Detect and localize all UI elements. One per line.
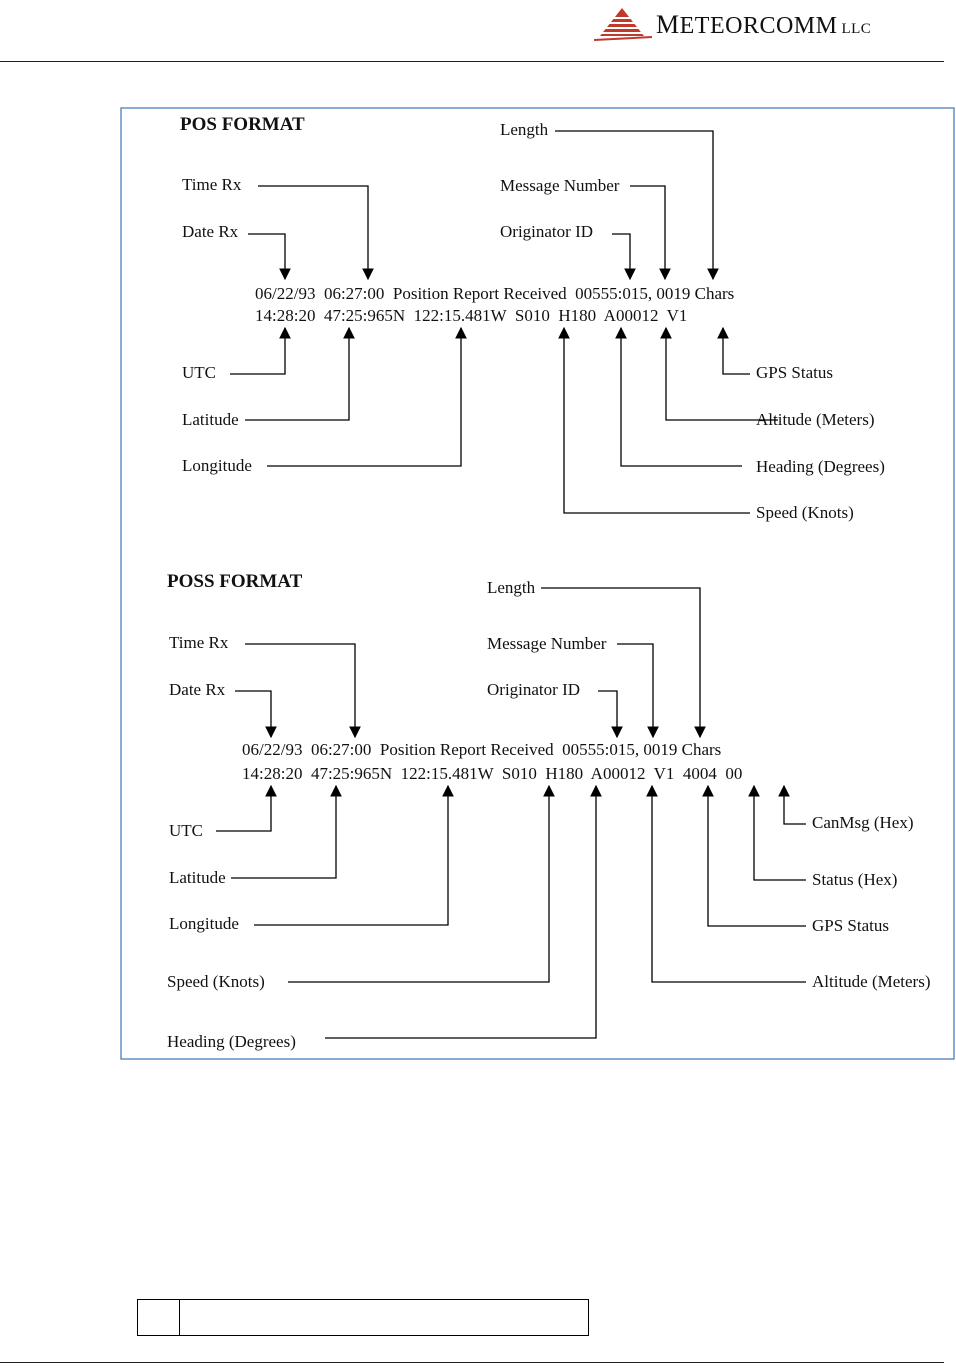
poss-longitude-arrow — [254, 784, 454, 926]
poss-sample-line-2: 14:28:20 47:25:965N 122:15.481W S010 H18… — [242, 764, 742, 783]
pos-originator-id-label: Originator ID — [500, 222, 593, 241]
poss-latitude-arrow — [231, 784, 342, 879]
poss-speed-label: Speed (Knots) — [167, 972, 265, 991]
poss-heading-label: Heading (Degrees) — [167, 1032, 296, 1051]
poss-heading-arrow — [325, 784, 602, 1039]
pos-heading-arrow — [615, 326, 742, 467]
pos-heading-label: Heading (Degrees) — [756, 457, 885, 476]
poss-originator-id-arrow — [598, 690, 623, 739]
pos-utc-arrow — [230, 326, 291, 375]
poss-canmsg-label: CanMsg (Hex) — [812, 813, 914, 832]
poss-message-number-label: Message Number — [487, 634, 607, 653]
poss-status-hex-label: Status (Hex) — [812, 870, 897, 889]
pos-sample-line-1: 06/22/93 06:27:00 Position Report Receiv… — [255, 284, 734, 303]
pos-altitude-arrow — [660, 326, 778, 421]
header-rule — [0, 61, 944, 62]
pos-message-number-label: Message Number — [500, 176, 620, 195]
poss-gps-status-label: GPS Status — [812, 916, 889, 935]
poss-time-rx-arrow — [245, 643, 361, 739]
pos-message-number-arrow — [630, 185, 671, 281]
poss-date-rx-arrow — [235, 690, 277, 739]
poss-originator-id-label: Originator ID — [487, 680, 580, 699]
poss-longitude-label: Longitude — [169, 914, 239, 933]
pos-longitude-label: Longitude — [182, 456, 252, 475]
bottom-table — [137, 1299, 589, 1336]
pos-latitude-arrow — [245, 326, 355, 421]
pos-date-rx-label: Date Rx — [182, 222, 239, 241]
pos-time-rx-arrow — [258, 185, 374, 281]
poss-date-rx-label: Date Rx — [169, 680, 226, 699]
pos-time-rx-label: Time Rx — [182, 175, 242, 194]
poss-latitude-label: Latitude — [169, 868, 226, 887]
pos-format-title: POS FORMAT — [180, 114, 305, 135]
poss-altitude-label: Altitude (Meters) — [812, 972, 931, 991]
brand-initial: M — [656, 10, 680, 39]
poss-format-title: POSS FORMAT — [167, 571, 303, 592]
pos-gps-status-arrow — [717, 326, 750, 375]
pos-altitude-label: Altitude (Meters) — [756, 410, 875, 429]
poss-length-arrow — [541, 587, 706, 739]
bottom-table-cell — [138, 1300, 180, 1335]
pos-originator-id-arrow — [612, 233, 636, 281]
poss-altitude-arrow — [646, 784, 806, 983]
pos-length-label: Length — [500, 120, 549, 139]
poss-speed-arrow — [288, 784, 555, 983]
pos-gps-status-label: GPS Status — [756, 363, 833, 382]
pos-speed-label: Speed (Knots) — [756, 503, 854, 522]
meteorcomm-logo-icon — [594, 8, 653, 41]
diagram-border — [120, 107, 955, 1060]
poss-utc-label: UTC — [169, 821, 203, 840]
pos-length-arrow — [555, 130, 719, 281]
poss-utc-arrow — [216, 784, 277, 832]
poss-canmsg-arrow — [778, 784, 806, 825]
pos-longitude-arrow — [267, 326, 467, 467]
poss-gps-status-arrow — [702, 784, 806, 927]
poss-length-label: Length — [487, 578, 536, 597]
poss-time-rx-label: Time Rx — [169, 633, 229, 652]
poss-message-number-arrow — [617, 643, 659, 739]
pos-latitude-label: Latitude — [182, 410, 239, 429]
pos-date-rx-arrow — [248, 233, 291, 281]
pos-speed-arrow — [558, 326, 750, 514]
brand-rest: ETEORCOMM — [679, 13, 838, 39]
pos-utc-label: UTC — [182, 363, 216, 382]
footer-rule — [0, 1362, 944, 1363]
poss-status-hex-arrow — [748, 784, 806, 881]
brand-suffix: LLC — [841, 21, 872, 37]
pos-sample-line-2: 14:28:20 47:25:965N 122:15.481W S010 H18… — [255, 306, 687, 325]
poss-sample-line-1: 06/22/93 06:27:00 Position Report Receiv… — [242, 740, 721, 759]
